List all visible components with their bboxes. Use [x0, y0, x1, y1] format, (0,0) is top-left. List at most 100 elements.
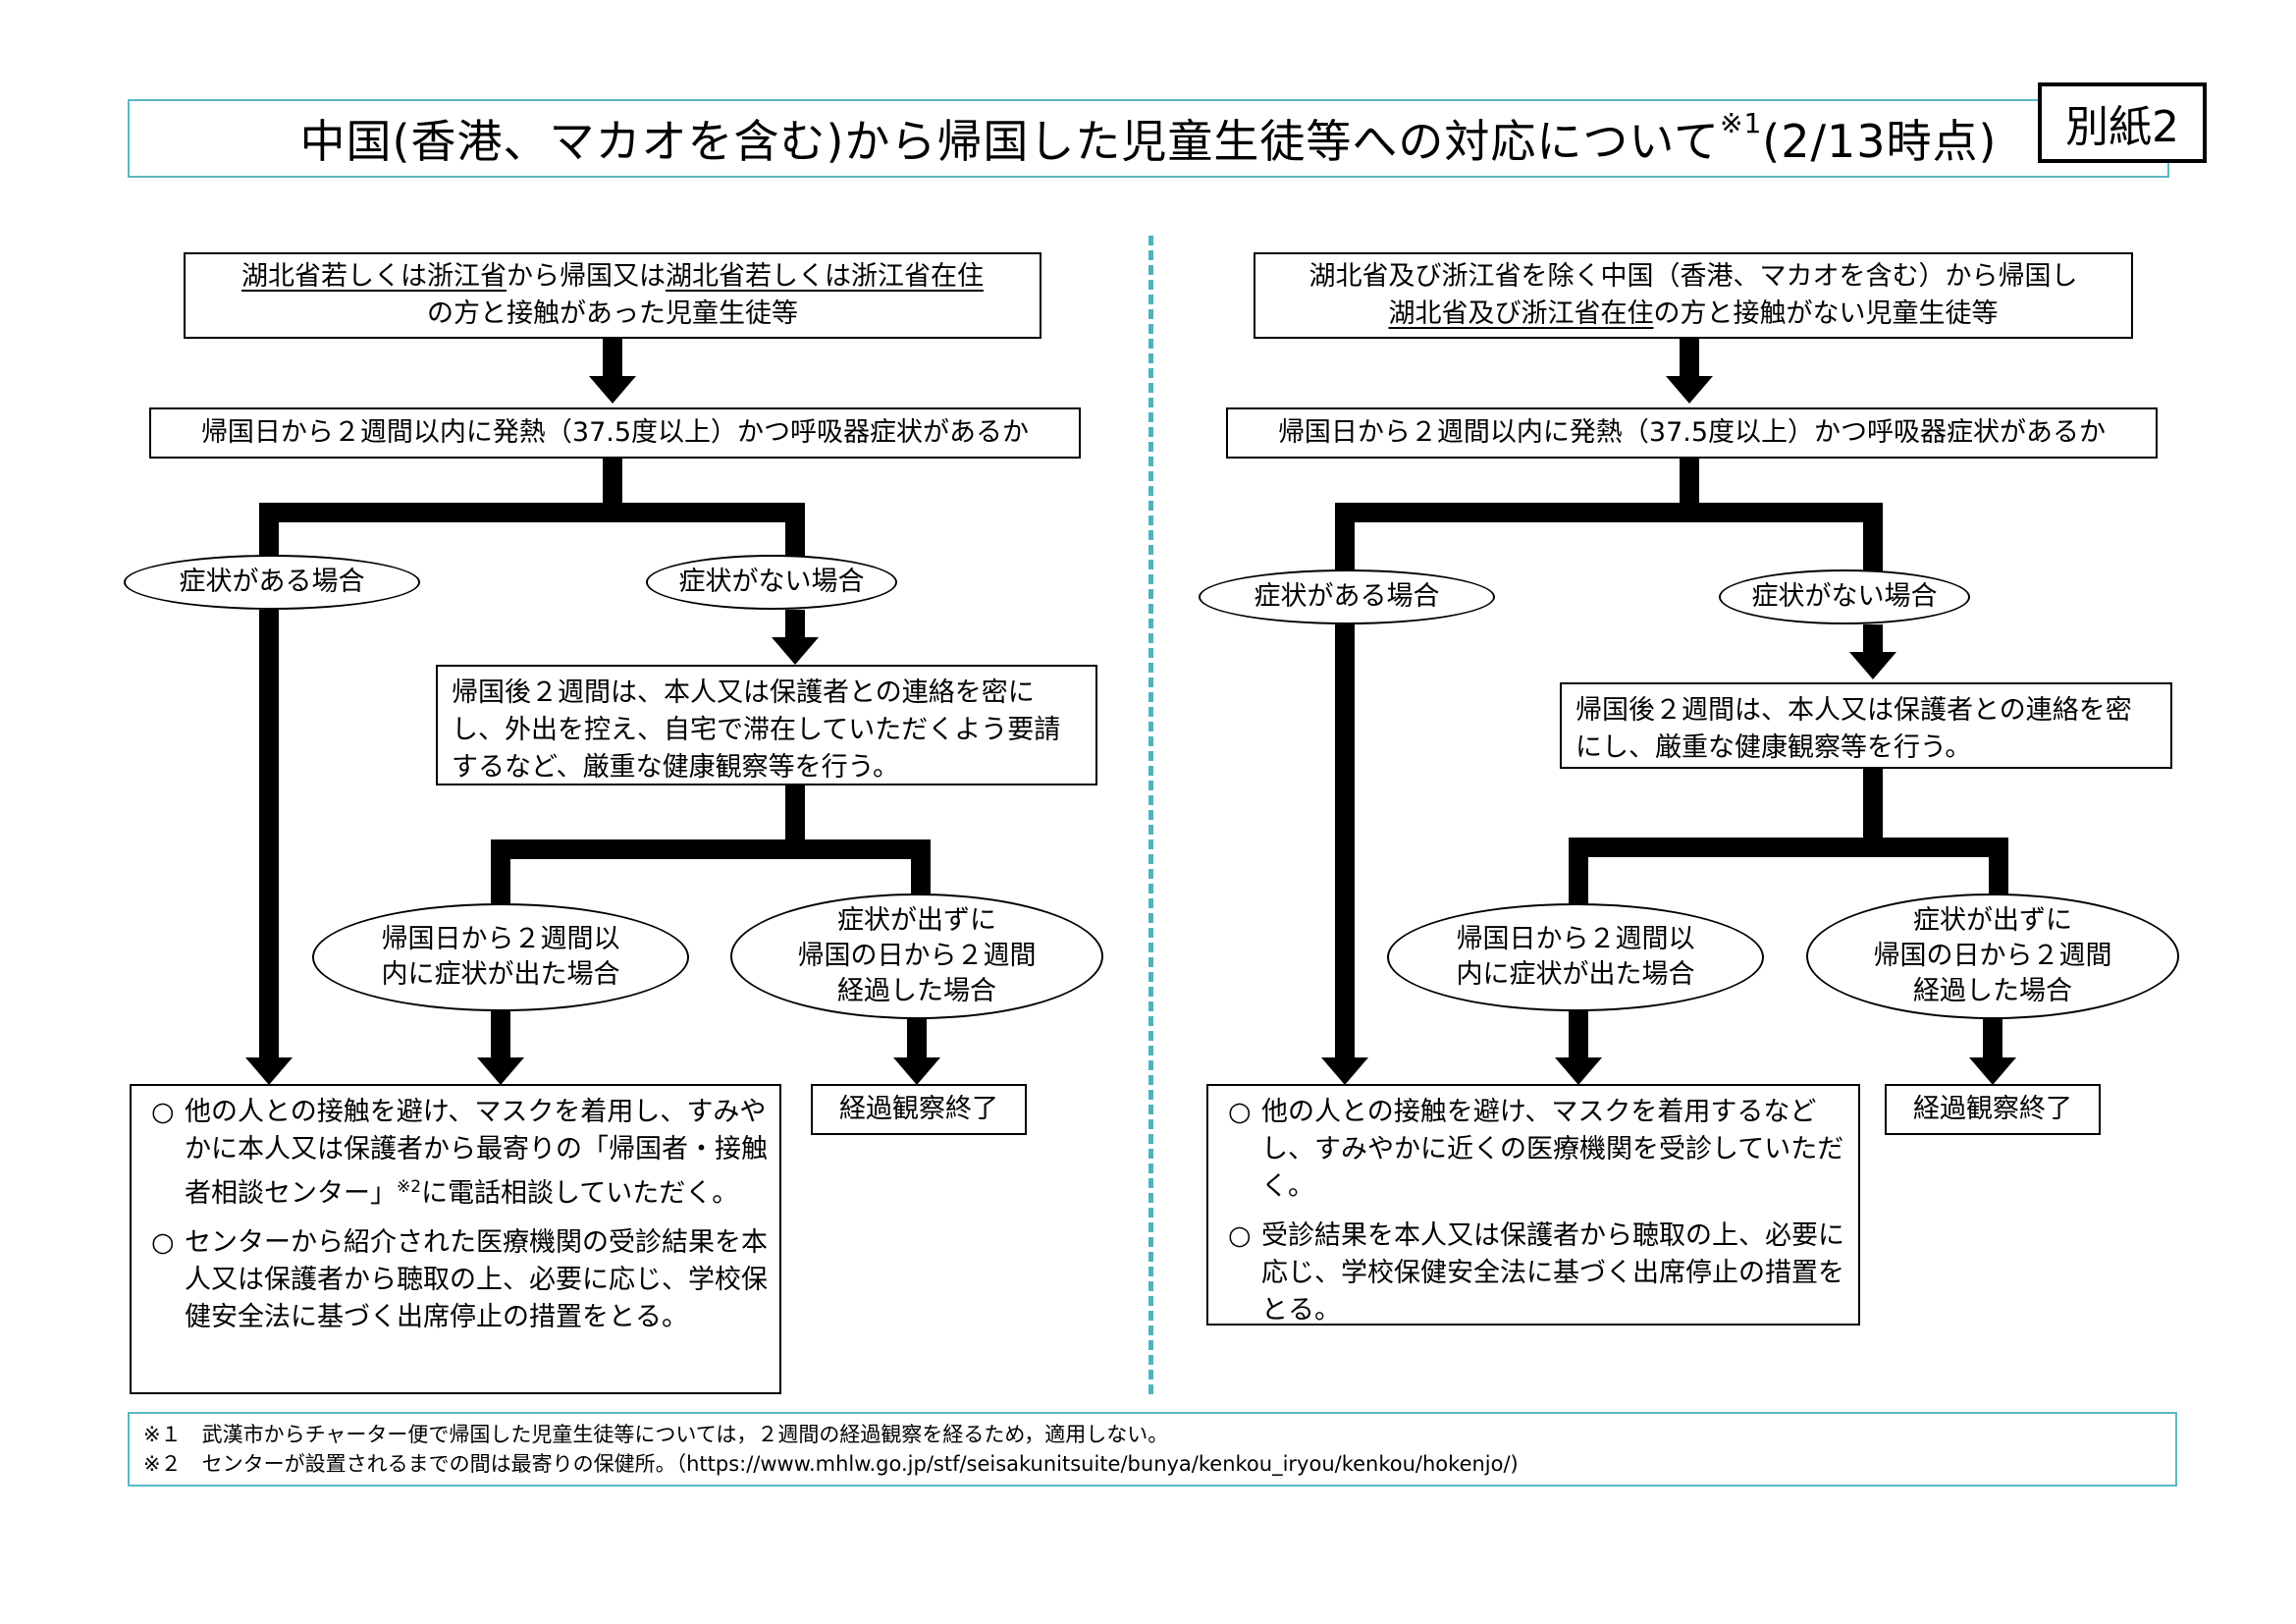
left-action-1-text-b: に電話相談していただく。	[421, 1178, 739, 1209]
right-action-1-text: 他の人との接触を避け、マスクを着用するなどし、すみやかに近くの医療機関を受診して…	[1261, 1097, 1844, 1202]
left-connector	[491, 1011, 510, 1059]
right-no-symptoms-line2: 帰国の日から２週間	[1873, 941, 2112, 971]
left-arrow-down	[772, 637, 819, 665]
left-question-text: 帰国日から２週間以内に発熱（37.5度以上）かつ呼吸器症状があるか	[200, 417, 1030, 448]
left-target-underline-b: 湖北省若しくは浙江省在住	[666, 261, 984, 292]
right-within-2w-oval: 帰国日から２週間以 内に症状が出た場合	[1387, 903, 1764, 1011]
left-symptoms-yes: 症状がある場合	[124, 555, 420, 610]
right-connector	[1569, 838, 2008, 857]
left-target-box: 湖北省若しくは浙江省から帰国又は湖北省若しくは浙江省在住 の方と接触があった児童…	[184, 252, 1041, 339]
bullet-icon: ○	[1228, 1220, 1252, 1251]
left-no-symptoms-line2: 帰国の日から２週間	[797, 941, 1037, 971]
right-action-box: ○ 他の人との接触を避け、マスクを着用するなどし、すみやかに近くの医療機関を受診し…	[1206, 1084, 1860, 1326]
left-arrow-down	[477, 1057, 524, 1085]
left-connector	[491, 839, 931, 859]
right-within-2w-line2: 内に症状が出た場合	[1456, 959, 1695, 990]
left-connector	[259, 503, 805, 522]
left-no-symptoms-oval: 症状が出ずに 帰国の日から２週間 経過した場合	[730, 893, 1103, 1019]
left-connector	[785, 610, 805, 639]
left-observation-text: 帰国後２週間は、本人又は保護者との連絡を密にし、外出を控え、自宅で滞在していただ…	[452, 677, 1061, 783]
right-arrow-down	[1849, 652, 1896, 679]
left-connector	[907, 1019, 927, 1059]
right-target-text: の方と接触がない児童生徒等	[1653, 298, 1999, 329]
left-within-2w-line2: 内に症状が出た場合	[381, 959, 620, 990]
left-no-symptoms-line3: 経過した場合	[837, 976, 996, 1006]
right-connector	[1335, 503, 1355, 571]
left-arrow-down	[589, 376, 636, 404]
left-target-underline-a: 湖北省若しくは浙江省	[241, 261, 507, 292]
left-action-item: ○ 他の人との接触を避け、マスクを着用し、すみやかに本人又は保護者から最寄りの「帰…	[151, 1094, 768, 1213]
left-question-box: 帰国日から２週間以内に発熱（37.5度以上）かつ呼吸器症状があるか	[149, 407, 1081, 459]
annex-label: 別紙2	[2038, 82, 2207, 163]
left-end-text: 経過観察終了	[839, 1094, 998, 1124]
right-symptoms-no: 症状がない場合	[1719, 569, 1970, 624]
right-symptoms-yes-label: 症状がある場合	[1254, 581, 1440, 612]
right-action-item: ○ 受診結果を本人又は保護者から聴取の上、必要に応じ、学校保健安全法に基づく出席停…	[1228, 1218, 1846, 1329]
right-arrow-down	[1555, 1057, 1602, 1085]
right-target-underline: 湖北省及び浙江省在住	[1388, 298, 1654, 329]
right-connector	[1863, 769, 1883, 842]
left-target-text: から帰国又は	[507, 261, 666, 292]
left-end-box: 経過観察終了	[811, 1084, 1027, 1135]
right-within-2w-line1: 帰国日から２週間以	[1456, 924, 1695, 954]
left-within-2w-line1: 帰国日から２週間以	[381, 924, 620, 954]
footnote-2: ※２ センターが設置されるまでの間は最寄りの保健所。（https://www.m…	[143, 1452, 1519, 1476]
left-within-2w-oval: 帰国日から２週間以 内に症状が出た場合	[312, 903, 689, 1011]
title-date: (2/13時点)	[1762, 115, 1998, 168]
left-arrow-down	[245, 1057, 293, 1085]
title-note-mark: ※1	[1720, 106, 1763, 139]
right-symptoms-yes: 症状がある場合	[1199, 569, 1495, 624]
left-symptoms-no: 症状がない場合	[646, 555, 897, 610]
right-connector	[1569, 1011, 1588, 1059]
left-action-1-text: 他の人との接触を避け、マスクを着用し、すみやかに本人又は保護者から最寄りの「帰国…	[185, 1097, 768, 1209]
right-no-symptoms-line3: 経過した場合	[1913, 976, 2072, 1006]
left-connector	[603, 459, 622, 508]
left-connector	[911, 839, 931, 898]
right-action-item: ○ 他の人との接触を避け、マスクを着用するなどし、すみやかに近くの医療機関を受診し…	[1228, 1094, 1846, 1206]
right-arrow-down	[1666, 376, 1713, 404]
left-connector	[259, 610, 279, 1059]
right-connector	[1335, 624, 1355, 1059]
right-connector	[1569, 838, 1588, 906]
right-connector	[1983, 1019, 2002, 1059]
right-observation-text: 帰国後２週間は、本人又は保護者との連絡を密にし、厳重な健康観察等を行う。	[1575, 695, 2132, 763]
left-symptoms-yes-label: 症状がある場合	[179, 567, 365, 597]
right-symptoms-no-label: 症状がない場合	[1751, 581, 1938, 612]
left-connector	[785, 503, 805, 562]
right-connector	[1863, 503, 1883, 571]
right-connector	[1680, 339, 1699, 378]
right-observation-box: 帰国後２週間は、本人又は保護者との連絡を密にし、厳重な健康観察等を行う。	[1560, 682, 2172, 769]
right-target-box: 湖北省及び浙江省を除く中国（香港、マカオを含む）から帰国し 湖北省及び浙江省在住…	[1254, 252, 2133, 339]
right-connector	[1863, 624, 1883, 654]
bullet-icon: ○	[1228, 1097, 1252, 1127]
left-arrow-down	[893, 1057, 940, 1085]
title-main: 中国(香港、マカオを含む)から帰国した児童生徒等への対応について	[299, 115, 1721, 168]
left-target-line2: の方と接触があった児童生徒等	[427, 298, 798, 329]
column-divider	[1148, 236, 1153, 1394]
left-connector	[785, 785, 805, 844]
left-action-1-note: ※2	[397, 1177, 422, 1197]
footnote-1: ※１ 武漢市からチャーター便で帰国した児童生徒等については，２週間の経過観察を経…	[143, 1423, 1169, 1446]
right-end-text: 経過観察終了	[1913, 1094, 2072, 1124]
footnotes: ※１ 武漢市からチャーター便で帰国した児童生徒等については，２週間の経過観察を経…	[128, 1412, 2177, 1487]
left-connector	[603, 339, 622, 378]
right-target-line1: 湖北省及び浙江省を除く中国（香港、マカオを含む）から帰国し	[1308, 261, 2078, 292]
right-arrow-down	[1969, 1057, 2016, 1085]
right-arrow-down	[1321, 1057, 1368, 1085]
right-question-box: 帰国日から２週間以内に発熱（37.5度以上）かつ呼吸器症状があるか	[1226, 407, 2158, 459]
page-title: 中国(香港、マカオを含む)から帰国した児童生徒等への対応について※1(2/13時…	[128, 99, 2169, 178]
right-connector	[1680, 459, 1699, 508]
bullet-icon: ○	[151, 1097, 175, 1127]
left-observation-box: 帰国後２週間は、本人又は保護者との連絡を密にし、外出を控え、自宅で滞在していただ…	[436, 665, 1097, 785]
left-action-box: ○ 他の人との接触を避け、マスクを着用し、すみやかに本人又は保護者から最寄りの「帰…	[130, 1084, 781, 1394]
right-connector	[1335, 503, 1883, 522]
right-connector	[1989, 838, 2008, 896]
left-action-item: ○ センターから紹介された医療機関の受診結果を本人又は保護者から聴取の上、必要に応…	[151, 1224, 768, 1336]
right-no-symptoms-line1: 症状が出ずに	[1913, 905, 2072, 936]
left-action-2-text: センターから紹介された医療機関の受診結果を本人又は保護者から聴取の上、必要に応じ…	[185, 1227, 768, 1332]
right-no-symptoms-oval: 症状が出ずに 帰国の日から２週間 経過した場合	[1806, 893, 2179, 1019]
right-action-2-text: 受診結果を本人又は保護者から聴取の上、必要に応じ、学校保健安全法に基づく出席停止…	[1261, 1220, 1844, 1326]
right-question-text: 帰国日から２週間以内に発熱（37.5度以上）かつ呼吸器症状があるか	[1277, 417, 2107, 448]
bullet-icon: ○	[151, 1227, 175, 1258]
